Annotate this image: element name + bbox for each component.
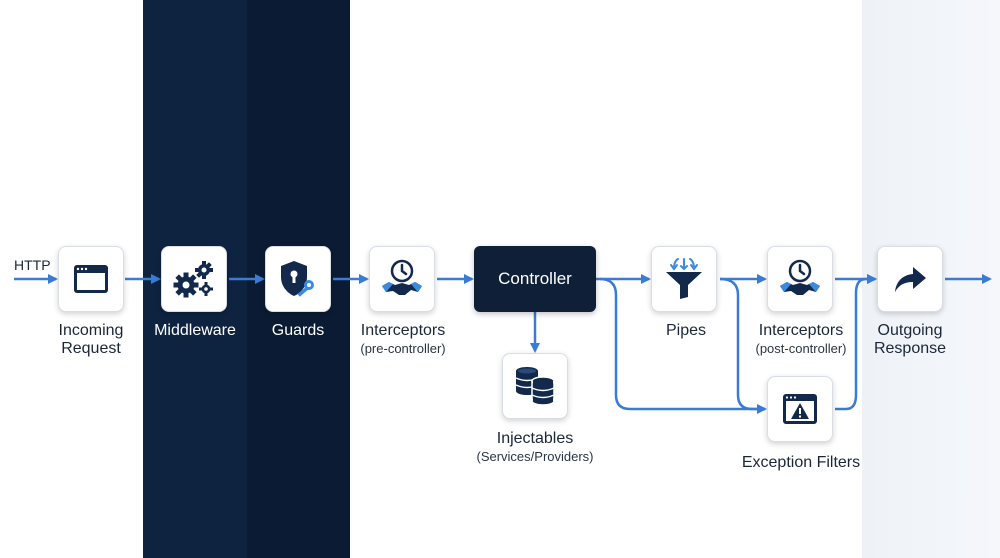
pipes-card [651,246,717,312]
clock-handshake-icon [382,259,422,295]
interceptors-pre-card [369,246,435,312]
share-arrow-icon [895,267,926,292]
outgoing-response-card [877,246,943,312]
incoming-request-line2: Request [61,340,121,357]
interceptors-post-label: Interceptors [758,322,844,339]
injectables-label: Injectables [496,430,574,447]
controller-box: Controller [474,246,596,312]
shield-key-icon [281,261,314,297]
funnel-icon [666,258,702,299]
warning-window-icon [783,394,817,424]
middleware-label: Middleware [154,322,236,339]
interceptors-pre-sub: (pre-controller) [360,341,446,356]
incoming-request-label: Incoming Request [1,322,181,358]
exception-filters-label: Exception Filters [741,454,861,471]
guards-label: Guards [271,322,325,339]
exception-filters-card [767,376,833,442]
interceptors-post-sub: (post-controller) [755,341,847,356]
incoming-request-card [58,246,124,312]
injectables-card [502,353,568,419]
outgoing-response-line1: Outgoing [877,322,943,339]
http-label: HTTP [14,257,51,273]
interceptors-pre-label: Interceptors [360,322,446,339]
browser-window-icon [74,265,108,293]
middleware-card [161,246,227,312]
outgoing-response-label: Outgoing Response [820,322,1000,358]
guards-card [265,246,331,312]
injectables-sub: (Services/Providers) [476,449,594,464]
gears-icon [173,261,213,298]
incoming-request-line1: Incoming [58,322,124,339]
interceptors-post-card [767,246,833,312]
outgoing-response-line2: Response [873,340,947,357]
clock-handshake-icon [780,259,820,295]
pipes-label: Pipes [665,322,707,339]
database-icon [515,367,555,406]
